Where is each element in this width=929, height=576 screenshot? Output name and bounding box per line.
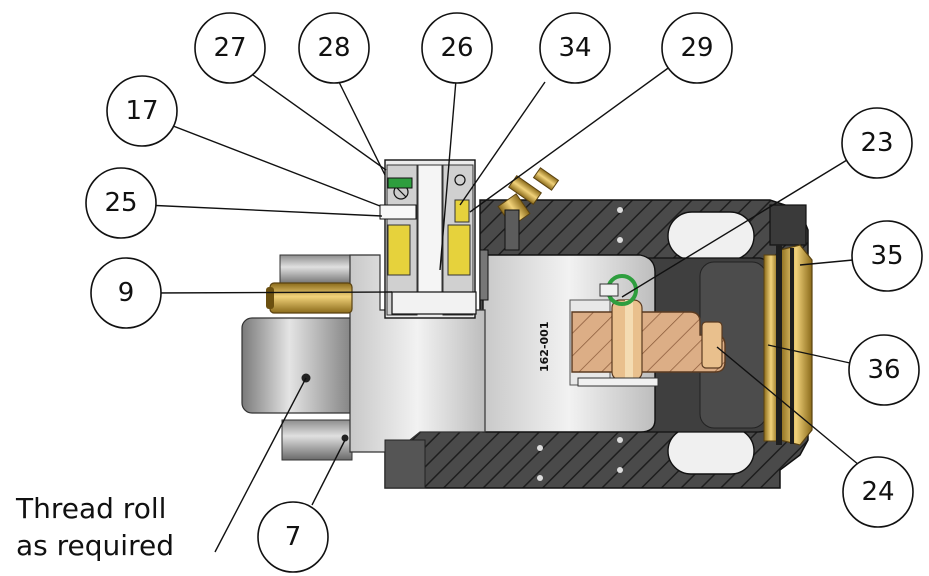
balloon-35-label: 35 [870, 241, 903, 271]
balloon-9-label: 9 [118, 278, 135, 308]
balloon-35: 35 [851, 220, 923, 292]
balloon-36: 36 [848, 334, 920, 406]
balloon-24: 24 [842, 456, 914, 528]
green-spring-clip [599, 274, 638, 306]
right-ring-assembly [763, 244, 813, 446]
balloon-26-label: 26 [440, 33, 473, 63]
balloon-28-label: 28 [317, 33, 350, 63]
balloon-36-label: 36 [867, 355, 900, 385]
valve-housing [379, 159, 489, 319]
balloon-17-label: 17 [125, 96, 158, 126]
balloon-7: 7 [257, 501, 329, 573]
balloon-34: 34 [539, 12, 611, 84]
part-marking: 162-001 [538, 322, 551, 373]
balloon-34-label: 34 [558, 33, 591, 63]
balloon-29: 29 [661, 12, 733, 84]
balloon-27: 27 [194, 12, 266, 84]
copper-link [571, 299, 726, 387]
hose-fitting [497, 167, 560, 251]
balloon-7-label: 7 [285, 522, 302, 552]
balloon-23-label: 23 [860, 128, 893, 158]
balloon-25: 25 [85, 167, 157, 239]
balloon-29-label: 29 [680, 33, 713, 63]
balloon-9: 9 [90, 257, 162, 329]
balloon-23: 23 [841, 107, 913, 179]
note-line-1: Thread roll [15, 492, 166, 525]
balloon-17: 17 [106, 75, 178, 147]
left-clevis-cylinder [241, 254, 486, 489]
balloon-27-label: 27 [213, 33, 246, 63]
brass-ring-left [266, 282, 353, 314]
balloon-26: 26 [421, 12, 493, 84]
leader-lines [144, 65, 860, 553]
balloon-24-label: 24 [861, 477, 894, 507]
note-line-2: as required [16, 529, 174, 562]
balloon-28: 28 [298, 12, 370, 84]
balloon-25-label: 25 [104, 188, 137, 218]
